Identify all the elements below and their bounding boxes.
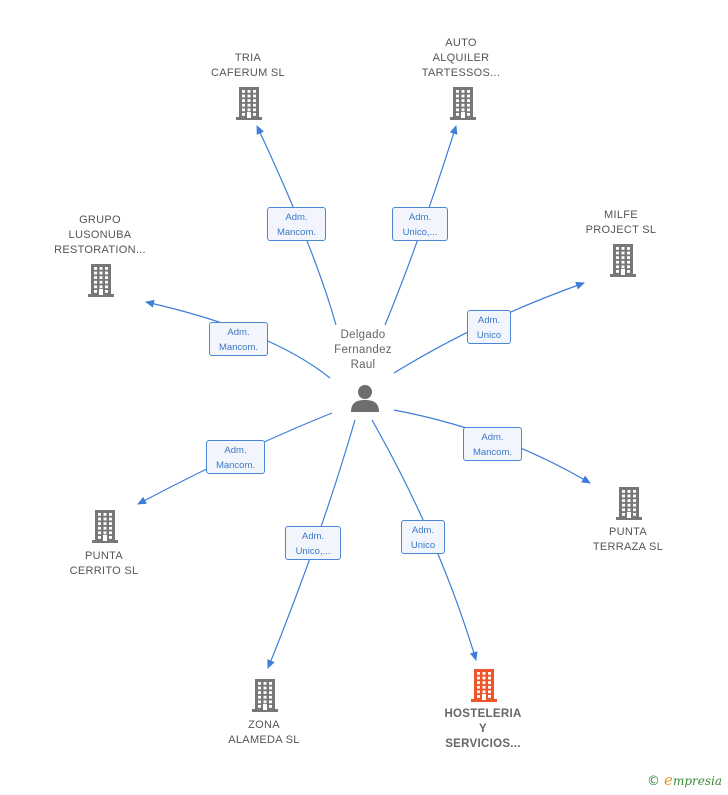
role-badge-milfe[interactable]: Adm.Unico: [467, 310, 511, 344]
empresia-logo[interactable]: ©empresia: [647, 771, 722, 789]
copyright-symbol: ©: [647, 774, 661, 789]
brand-name: mpresia: [672, 774, 722, 788]
role-badge-tria[interactable]: Adm.Mancom.: [267, 207, 326, 241]
person-icon[interactable]: [350, 383, 380, 413]
brand-initial: e: [664, 771, 673, 789]
building-icon[interactable]: [469, 668, 499, 703]
building-icon[interactable]: [234, 86, 264, 121]
role-badge-hosteleria[interactable]: Adm.Unico: [401, 520, 445, 554]
role-badge-terraza[interactable]: Adm.Mancom.: [463, 427, 522, 461]
building-icon[interactable]: [250, 678, 280, 713]
role-badge-auto[interactable]: Adm.Unico,...: [392, 207, 448, 241]
building-icon[interactable]: [86, 263, 116, 298]
building-icon[interactable]: [608, 243, 638, 278]
role-badge-cerrito[interactable]: Adm.Mancom.: [206, 440, 265, 474]
building-icon[interactable]: [90, 509, 120, 544]
building-icon[interactable]: [614, 486, 644, 521]
role-badge-grupo[interactable]: Adm.Mancom.: [209, 322, 268, 356]
building-icon[interactable]: [448, 86, 478, 121]
role-badge-alameda[interactable]: Adm.Unico,...: [285, 526, 341, 560]
